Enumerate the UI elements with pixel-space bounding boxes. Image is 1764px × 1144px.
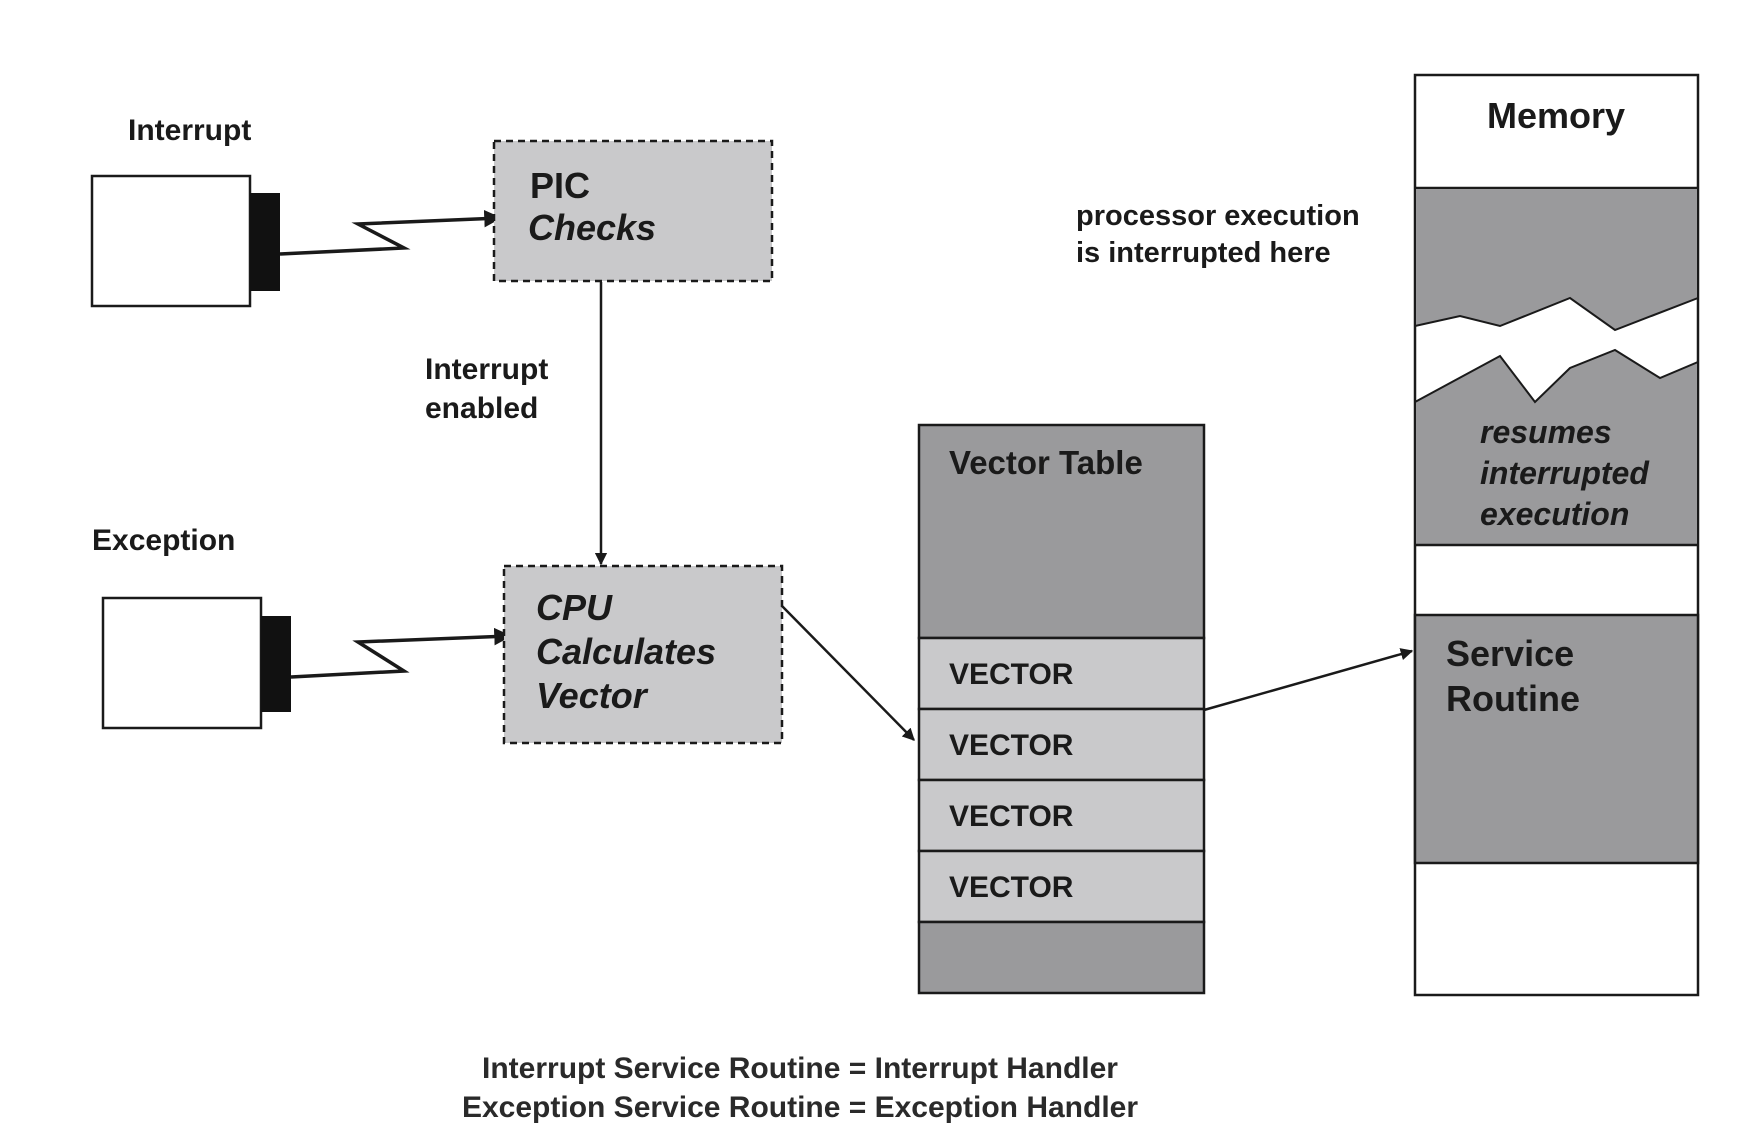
resumes-label: resumes: [1480, 414, 1612, 450]
cpu-to-vector-arrow: [781, 605, 915, 741]
interrupt-enabled-label: Interrupt: [425, 353, 548, 386]
interrupt-enabled-label-2: enabled: [425, 392, 538, 425]
vector-entry: VECTOR: [917, 707, 1206, 782]
pic-checks-label: Checks: [528, 207, 656, 248]
interrupted-program-segment: [1414, 187, 1699, 332]
service-routine-label-2: Routine: [1446, 678, 1580, 719]
vector-entry: VECTOR: [917, 849, 1206, 924]
caption-line-1: Interrupt Service Routine = Interrupt Ha…: [482, 1052, 1118, 1085]
exception-signal-line: [290, 627, 512, 679]
vector-entry-label: VECTOR: [949, 729, 1074, 762]
pic-label: PIC: [530, 165, 590, 206]
exception-device-icon: [101, 596, 291, 730]
caption-line-2: Exception Service Routine = Exception Ha…: [462, 1091, 1138, 1124]
processor-note-line-1: processor execution: [1076, 200, 1360, 232]
vector-entry-label: VECTOR: [949, 800, 1074, 833]
cpu-calculates-vector-box: CPU Calculates Vector: [502, 564, 784, 745]
vector-entry: VECTOR: [917, 636, 1206, 711]
interrupt-signal-line: [279, 209, 502, 256]
vector-table-title: Vector Table: [949, 444, 1143, 481]
vector-entry: VECTOR: [917, 778, 1206, 853]
cpu-vector-label: Vector: [536, 675, 649, 716]
memory-column: Memory resumes interrupted execution Ser…: [1413, 73, 1700, 997]
vector-entry-label: VECTOR: [949, 658, 1074, 691]
execution-label: execution: [1480, 496, 1629, 532]
cpu-label: CPU: [536, 587, 613, 628]
service-routine-block: Service Routine: [1413, 613, 1700, 865]
vector-table: Vector Table VECTOR VECTOR VECTOR VECTOR: [917, 423, 1206, 995]
memory-title: Memory: [1487, 95, 1625, 136]
cpu-calculates-label: Calculates: [536, 631, 716, 672]
vector-entry-label: VECTOR: [949, 871, 1074, 904]
vector-to-service-routine-arrow: [1203, 648, 1414, 712]
interrupted-label: interrupted: [1480, 455, 1650, 491]
service-routine-label: Service: [1446, 633, 1574, 674]
interrupt-device-icon: [90, 174, 280, 308]
pic-checks-box: PIC Checks: [492, 139, 774, 283]
processor-note-line-2: is interrupted here: [1076, 237, 1331, 269]
exception-source-label: Exception: [92, 524, 235, 557]
interrupt-source-label: Interrupt: [128, 114, 251, 147]
